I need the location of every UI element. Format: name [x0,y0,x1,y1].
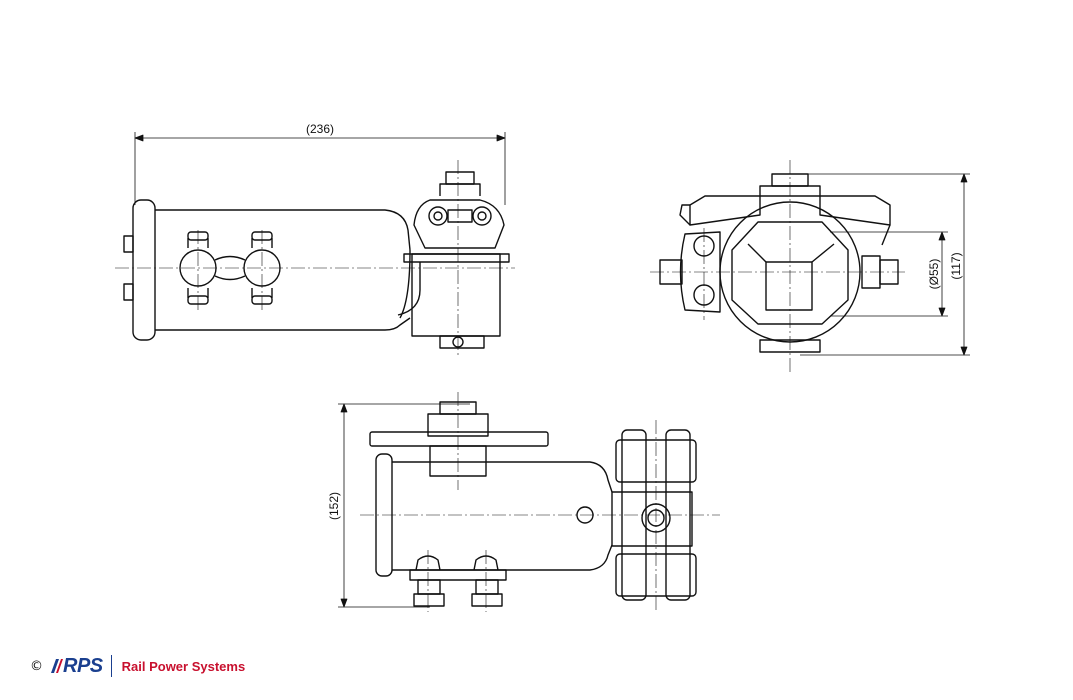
logo-divider [110,655,112,677]
front-view [650,160,970,375]
dimension-label-length: (152) [327,492,341,520]
logo-stripes-icon [51,659,63,673]
dimension-152 [338,403,470,608]
dimension-diameter-55 [830,231,948,317]
rps-logo: RPS [49,655,103,678]
dimension-label-diameter: (Ø55) [927,259,941,290]
bottom-clamps [409,555,507,607]
side-view: (236) [115,122,515,358]
company-name: Rail Power Systems [121,658,246,674]
dimension-236 [134,132,506,205]
logo-text: RPS [63,654,103,677]
dimension-117 [800,173,970,356]
footer: © RPS Rail Power Systems [30,652,245,680]
copyright-symbol: © [30,658,43,674]
dimension-label-width: (236) [306,122,334,136]
top-view [338,392,720,612]
dimension-label-height: (117) [949,252,963,279]
